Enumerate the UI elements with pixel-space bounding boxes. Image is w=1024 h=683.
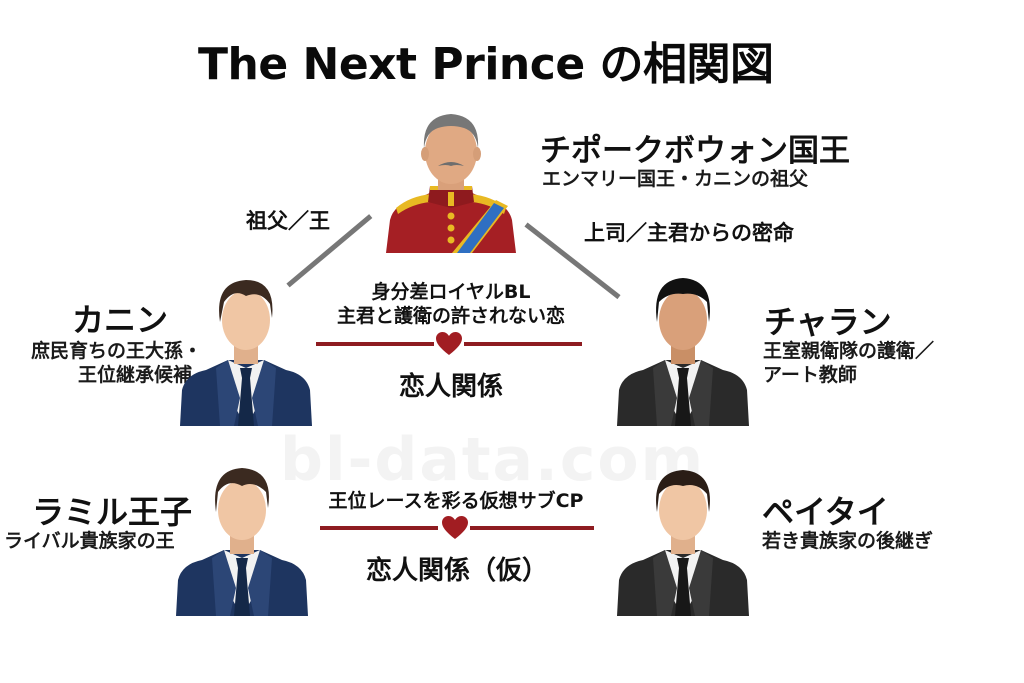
ramil-description: ライバル貴族家の王 bbox=[4, 530, 175, 552]
sub-relation-line-right bbox=[470, 526, 594, 530]
kanin-description: 庶民育ちの王大孫・ 王位継承候補 bbox=[10, 340, 202, 388]
main-relation-subtitle: 身分差ロイヤルBL 主君と護衛の許されない恋 bbox=[316, 281, 586, 329]
kanin-description-line-1: 庶民育ちの王大孫・ bbox=[30, 340, 202, 362]
peitai-name: ペイタイ bbox=[762, 493, 889, 531]
charan-description-line-1: 王室親衛隊の護衛／ bbox=[763, 340, 935, 362]
main-relation-line-left bbox=[316, 342, 434, 346]
sub-relation-subtitle: 王位レースを彩る仮想サブCP bbox=[328, 490, 584, 512]
king-description: エンマリー国王・カニンの祖父 bbox=[542, 168, 809, 190]
main-relation-subtitle-line-1: 身分差ロイヤルBL bbox=[371, 281, 531, 303]
connector-label-king-kanin: 祖父／王 bbox=[246, 209, 330, 233]
heart-icon bbox=[436, 332, 462, 356]
ramil-name: ラミル王子 bbox=[32, 493, 193, 531]
heart-icon bbox=[442, 516, 468, 540]
ramil-avatar bbox=[176, 458, 308, 616]
king-name: チポークボウォン国王 bbox=[540, 133, 850, 169]
kanin-name: カニン bbox=[72, 301, 169, 339]
peitai-description: 若き貴族家の後継ぎ bbox=[762, 530, 934, 552]
watermark: bl-data.com bbox=[280, 425, 706, 495]
king-avatar bbox=[384, 108, 518, 253]
sub-relation-line-left bbox=[320, 526, 438, 530]
charan-name: チャラン bbox=[764, 303, 892, 341]
main-relation-label: 恋人関係 bbox=[398, 372, 503, 402]
main-relation-line-right bbox=[464, 342, 582, 346]
connector-label-king-charan: 上司／主君からの密命 bbox=[584, 221, 794, 245]
charan-description-line-2: アート教師 bbox=[763, 363, 857, 386]
page-title: The Next Prince の相関図 bbox=[198, 39, 774, 90]
kanin-avatar bbox=[180, 268, 312, 426]
main-relation-subtitle-line-2: 主君と護衛の許されない恋 bbox=[336, 304, 565, 327]
charan-description: 王室親衛隊の護衛／ アート教師 bbox=[763, 340, 934, 388]
peitai-avatar bbox=[617, 458, 749, 616]
kanin-description-line-2: 王位継承候補 bbox=[77, 363, 192, 386]
charan-avatar bbox=[617, 268, 749, 426]
sub-relation-label: 恋人関係（仮） bbox=[365, 556, 548, 586]
